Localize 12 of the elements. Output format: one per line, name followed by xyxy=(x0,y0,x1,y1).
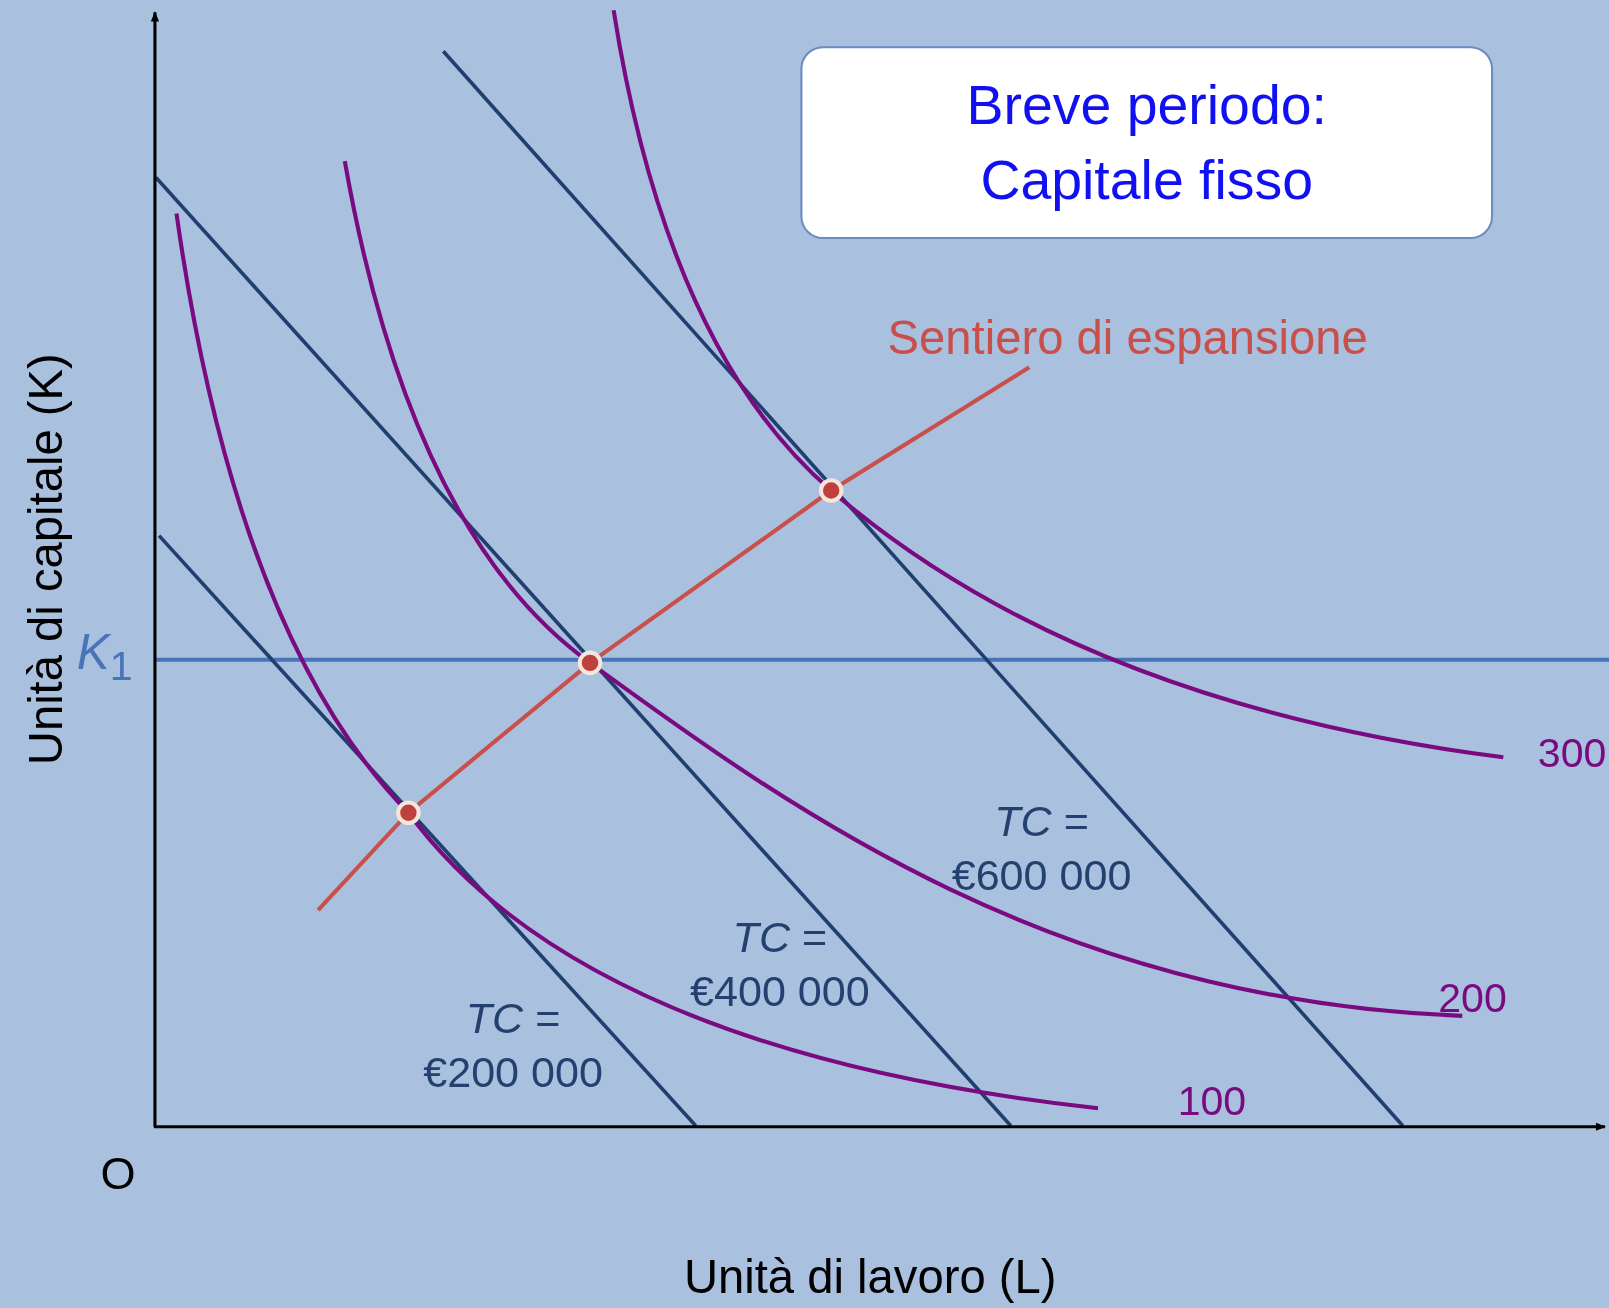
line-label: TC = €400 000 xyxy=(689,911,871,1017)
axis-title: Unità di lavoro (L) xyxy=(683,1249,1057,1306)
curve-label: 300 xyxy=(1537,728,1607,777)
line-label: TC = €200 000 xyxy=(422,992,604,1098)
curve-label: 200 xyxy=(1438,973,1507,1022)
axis-title: Unità di capitale (K) xyxy=(17,353,74,766)
title-box: Breve periodo: Capitale fisso xyxy=(800,46,1494,240)
origin-label: O xyxy=(100,1146,136,1201)
line-label: TC = €600 000 xyxy=(950,795,1133,901)
curve-label: 100 xyxy=(1177,1077,1247,1126)
line-label: Sentiero di espansione xyxy=(887,310,1368,367)
axis-tick-label: K$_{1}$ xyxy=(76,624,133,691)
